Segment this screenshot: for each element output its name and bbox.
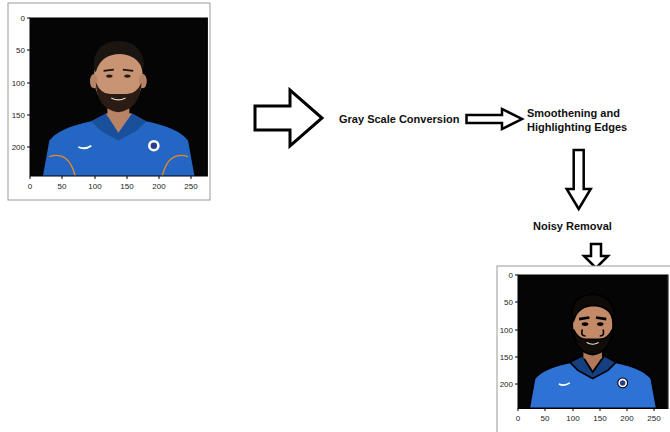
axis-tick-label: 150 <box>120 182 133 191</box>
step-text: Noisy Removal <box>533 219 612 233</box>
step-text: Smoothening and Highlighting Edges <box>527 106 643 134</box>
axis-tick-label: 200 <box>12 143 25 152</box>
tick-marks <box>27 18 191 179</box>
axis-tick-label: 100 <box>88 182 101 191</box>
axis-tick-label: 0 <box>516 414 520 423</box>
axis-tick-label: 100 <box>12 79 25 88</box>
axis-tick-label: 200 <box>500 380 513 389</box>
block-arrow <box>467 109 523 129</box>
step-label: Noisy Removal <box>530 217 615 235</box>
plot-spine <box>30 18 207 176</box>
step-label: Gray Scale Conversion <box>336 110 462 128</box>
arrow-shape <box>567 150 591 209</box>
portrait-photo <box>30 18 207 176</box>
axis-tick-label: 100 <box>566 414 579 423</box>
tick-marks <box>515 275 654 411</box>
axis-tick-label: 150 <box>12 111 25 120</box>
axis-tick-label: 150 <box>500 353 513 362</box>
plot-spine <box>518 275 668 409</box>
axis-tick-label: 50 <box>504 298 513 307</box>
axis-tick-label: 250 <box>647 414 660 423</box>
axis-tick-label: 200 <box>620 414 633 423</box>
axis-tick-label: 50 <box>16 46 25 55</box>
axis-tick-label: 100 <box>500 326 513 335</box>
step-text: Gray Scale Conversion <box>339 112 459 126</box>
axis-tick-label: 250 <box>184 182 197 191</box>
figure-frame <box>497 266 670 432</box>
arrow-shape <box>467 109 523 129</box>
block-arrow <box>584 244 608 268</box>
figure-frame <box>8 3 210 200</box>
axis-tick-label: 150 <box>593 414 606 423</box>
axis-tick-label: 50 <box>541 414 550 423</box>
axis-tick-label: 0 <box>28 182 32 191</box>
step-label: Smoothening and Highlighting Edges <box>524 104 646 136</box>
block-arrow <box>567 150 591 209</box>
block-arrow <box>255 90 322 146</box>
axis-tick-label: 0 <box>21 14 25 23</box>
axis-tick-label: 0 <box>509 271 513 280</box>
cartoon-photo <box>518 275 668 409</box>
axis-tick-label: 50 <box>58 182 67 191</box>
axis-tick-label: 200 <box>152 182 165 191</box>
